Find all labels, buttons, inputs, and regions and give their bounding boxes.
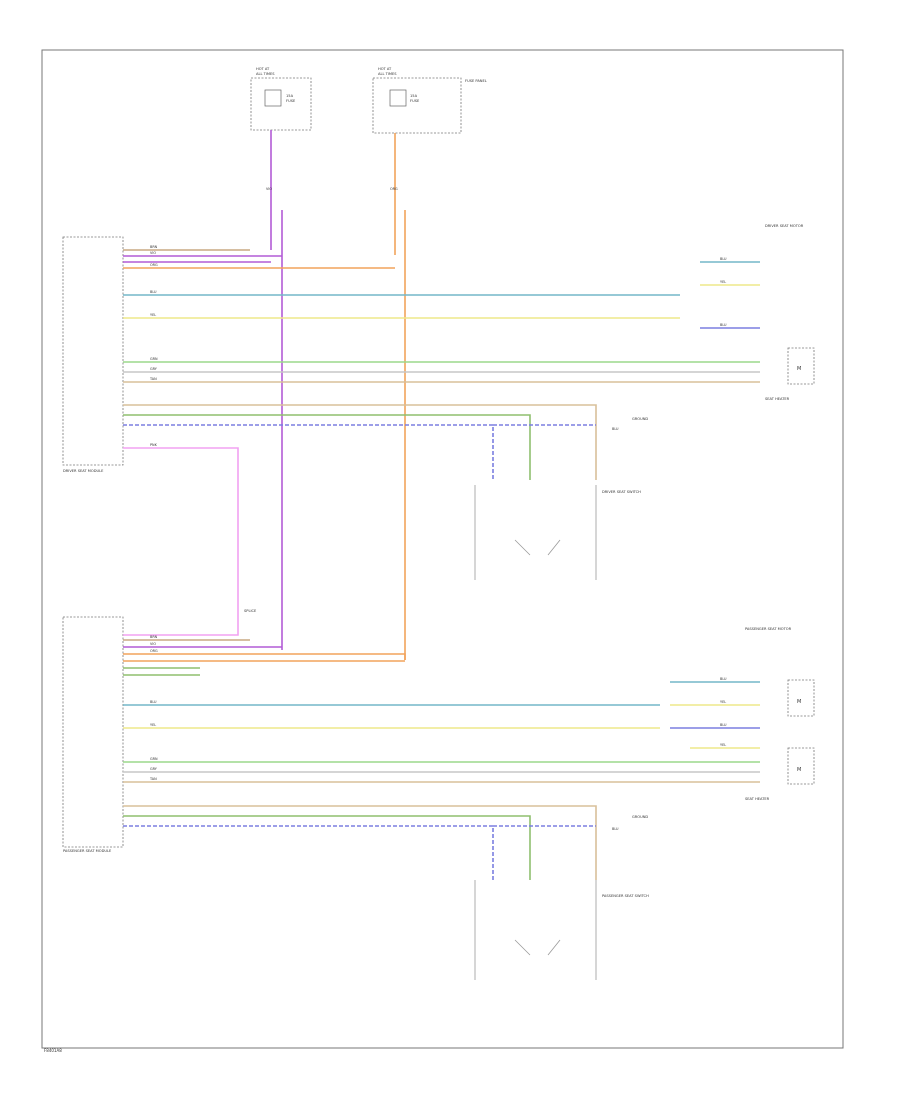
driver-switch-symbol [474, 485, 597, 580]
fuse2-feed-label: ORG [390, 187, 398, 191]
fuse-1-name: FUSE [286, 99, 296, 103]
pas-w2-label: VIO [150, 642, 156, 646]
drv-w6-label: YEL [150, 313, 156, 317]
fuse-block-1: HOT AT ALL TIMES 15A FUSE [250, 67, 312, 131]
drv-w5-label: BLU [150, 290, 157, 294]
pas-w14 [123, 825, 494, 880]
fuse-1-rating: 15A [286, 94, 294, 98]
fuse-1-title: HOT AT [256, 67, 270, 71]
driver-switch-label: DRIVER SEAT SWITCH [602, 490, 641, 494]
pas-w3-label: ORG [150, 649, 158, 653]
passenger-heater-label: SEAT HEATER [745, 797, 770, 801]
fuse-2-subtitle: ALL TIMES [378, 72, 397, 76]
fuse-2-name: FUSE [410, 99, 420, 103]
pas-m1-label: BLU [720, 677, 727, 681]
drv-w12 [123, 424, 494, 480]
pas-w10-label: GRY [150, 767, 158, 771]
diagram-frame [41, 49, 844, 1049]
pas-w13 [123, 815, 531, 880]
drv-w9-label: TAN [149, 377, 157, 381]
svg-text:M: M [797, 767, 801, 773]
passenger-seat-module-label: PASSENGER SEAT MODULE [63, 849, 112, 853]
pas-w15-label: BLU [612, 827, 619, 831]
drv-w11 [123, 414, 531, 480]
fuse-2-rating: 15A [410, 94, 418, 98]
drv-w4-label: ORG [150, 263, 158, 267]
pas-w11-label: TAN [149, 777, 157, 781]
splice-label: SPLICE [244, 609, 257, 613]
fuse-panel-label: FUSE PANEL [465, 79, 487, 83]
driver-heater-label: SEAT HEATER [765, 397, 790, 401]
drv-w10 [123, 404, 597, 480]
passenger-switch-label: PASSENGER SEAT SWITCH [602, 894, 649, 898]
driver-seat-module-box [62, 236, 124, 466]
drv-pink-label: PNK [150, 443, 158, 447]
passenger-switch-symbol [474, 880, 597, 980]
passenger-motor-label: PASSENGER SEAT MOTOR [745, 627, 792, 631]
svg-text:M: M [797, 699, 801, 705]
pas-w12 [123, 805, 597, 880]
drv-w2-label: VIO [150, 251, 156, 255]
fuse-2-title: HOT AT [378, 67, 392, 71]
passenger-motor-symbol: M M [787, 679, 815, 785]
fuse-block-2: HOT AT ALL TIMES 15A FUSE FUSE PANEL [372, 67, 487, 134]
pas-w7-label: BLU [150, 700, 157, 704]
pas-w9-label: GRN [150, 757, 158, 761]
driver-motor-label: DRIVER SEAT MOTOR [765, 224, 804, 228]
drv-w8-label: GRY [150, 367, 158, 371]
pas-w3 [123, 653, 406, 660]
pas-m2-label: YEL [720, 700, 726, 704]
pas-m3-label: BLU [720, 723, 727, 727]
wires-layer: VIO ORG BRN VIO ORG BLU YEL GRN GRY TAN BLU PNK BLU Y… [123, 130, 760, 880]
drv-pink [123, 447, 239, 636]
svg-text:M: M [797, 366, 801, 372]
fuse-1-subtitle: ALL TIMES [256, 72, 275, 76]
footer-code: F8401A8 [44, 1048, 62, 1053]
driver-seat-module-label: DRIVER SEAT MODULE [63, 469, 104, 473]
drv-m2-label: YEL [720, 280, 726, 284]
ground-1-label: GROUND [632, 417, 648, 421]
pas-w8-label: YEL [150, 723, 156, 727]
pas-w1-label: BRN [150, 635, 158, 639]
pas-m4-label: YEL [720, 743, 726, 747]
passenger-seat-module-box [62, 616, 124, 848]
drv-m1-label: BLU [720, 257, 727, 261]
ground-2-label: GROUND [632, 815, 648, 819]
drv-w7-label: GRN [150, 357, 158, 361]
driver-motor-symbol: M [787, 347, 815, 385]
drv-w1-label: BRN [150, 245, 158, 249]
drv-m3-label: BLU [720, 323, 727, 327]
fuse1-feed-label: VIO [266, 187, 272, 191]
drv-w13-label: BLU [612, 427, 619, 431]
